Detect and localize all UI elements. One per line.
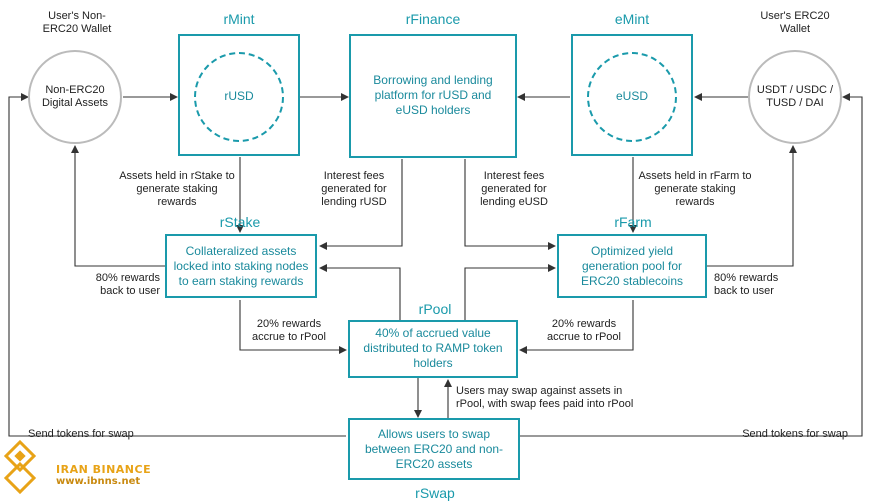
non-erc20-wallet [28, 50, 122, 144]
rpool-title: rPool [418, 301, 452, 317]
accrue-right-note: 20% rewards accrue to rPool [547, 318, 621, 343]
erc20-wallet-title: User's ERC20 Wallet [760, 10, 830, 35]
iran-binance-logo-icon [3, 439, 37, 495]
rswap-box [348, 418, 520, 480]
rewards-back-right-note: 80% rewards back to user [714, 272, 779, 297]
rpool-box [348, 320, 518, 378]
rfarm-hold-note: Assets held in rFarm to generate staking… [638, 170, 752, 208]
send-tokens-left-note: Send tokens for swap [28, 428, 134, 440]
rusd-token [194, 52, 284, 142]
accrue-left-note: 20% rewards accrue to rPool [252, 318, 326, 343]
emint-title: eMint [614, 11, 650, 27]
non-erc20-wallet-title: User's Non-ERC20 Wallet [42, 10, 112, 35]
rfinance-box [349, 34, 517, 158]
eusd-label: eUSD [615, 89, 648, 103]
rfarm-description: Optimized yield generation pool for ERC2… [580, 244, 684, 288]
non-erc20-assets-label: Non-ERC20 Digital Assets [41, 84, 109, 109]
watermark-name: IRAN BINANCE [56, 463, 152, 476]
rfinance-title: rFinance [405, 11, 461, 27]
eusd-token [587, 52, 677, 142]
rswap-description: Allows users to swap between ERC20 and n… [364, 427, 504, 471]
watermark-url: www.ibnns.net [56, 476, 141, 487]
rewards-back-left-note: 80% rewards back to user [95, 272, 160, 297]
rusd-label: rUSD [224, 89, 254, 103]
rpool-description: 40% of accrued value distributed to RAMP… [363, 326, 503, 370]
interest-rusd-note: Interest fees generated for lending rUSD [321, 170, 387, 208]
send-tokens-right-note: Send tokens for swap [742, 428, 848, 440]
erc20-wallet [748, 50, 842, 144]
rstake-title: rStake [219, 214, 261, 230]
interest-eusd-note: Interest fees generated for lending eUSD [480, 170, 548, 208]
rstake-hold-note: Assets held in rStake to generate stakin… [119, 170, 235, 208]
swap-fee-note: Users may swap against assets in rPool, … [456, 385, 634, 410]
rswap-title: rSwap [415, 485, 455, 501]
rstake-description: Collateralized assets locked into stakin… [173, 244, 309, 288]
erc20-assets-label: USDT / USDC / TUSD / DAI [756, 84, 834, 109]
rmint-title: rMint [223, 11, 255, 27]
rstake-box [165, 234, 317, 298]
rfinance-description: Borrowing and lending platform for rUSD … [373, 73, 493, 117]
rfarm-title: rFarm [614, 214, 652, 230]
rfarm-box [557, 234, 707, 298]
